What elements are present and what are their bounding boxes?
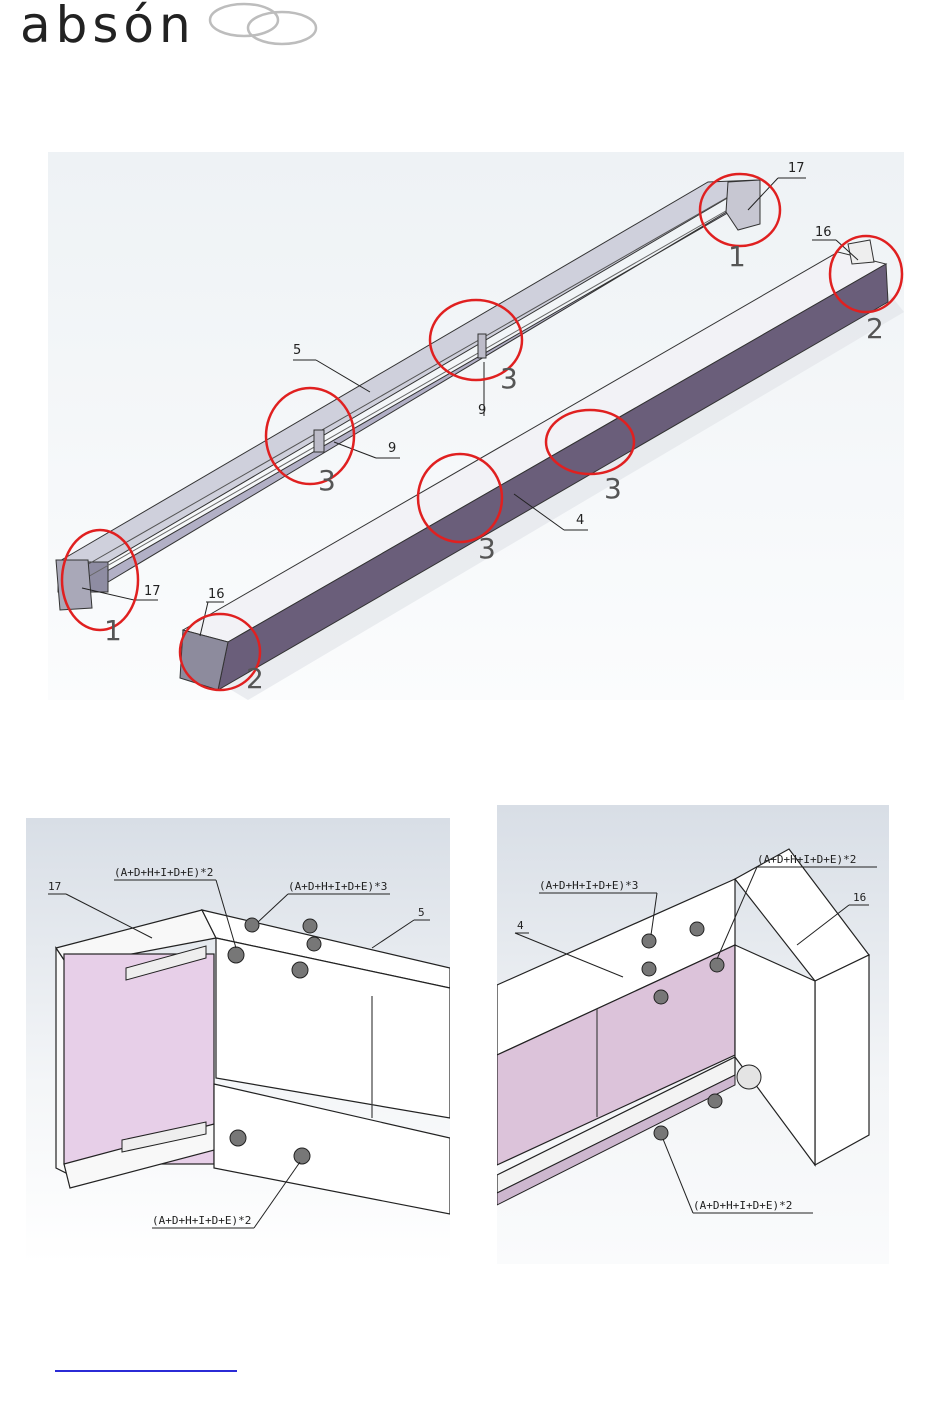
brand-logo: absón	[20, 2, 310, 54]
part-label-4: 4	[517, 919, 524, 932]
part-label-16: 16	[853, 891, 866, 904]
part-label-5: 5	[418, 906, 425, 919]
callout-number-3-b: 3	[318, 464, 336, 497]
callout-number-3-d: 3	[478, 532, 496, 565]
brand-wordmark: absón	[20, 0, 196, 54]
part-label-9-left: 9	[388, 441, 396, 456]
fastener-label-top-right: (A+D+H+I+D+E)*3	[288, 880, 387, 893]
part-label-16-left: 16	[208, 587, 225, 602]
overview-drawing: 17 16 5 9 9 4 17 16	[48, 152, 904, 700]
callout-number-1-right: 1	[728, 240, 746, 273]
part-label-4: 4	[576, 513, 584, 528]
part-label-17-right: 17	[788, 161, 805, 176]
callout-number-1-left: 1	[104, 614, 122, 647]
fastener-label-top-right: (A+D+H+I+D+E)*2	[757, 853, 856, 866]
part-label-5: 5	[293, 343, 301, 358]
fastener-label-bottom: (A+D+H+I+D+E)*2	[693, 1199, 792, 1212]
callout-number-2-right: 2	[866, 312, 884, 345]
footer-link[interactable]	[55, 1350, 237, 1372]
left-end-detail-figure: 17 5 (A+D+H+I+D+E)*2 (A+D+H+I+D+E)*3 (A+…	[26, 818, 450, 1264]
callout-number-3-c: 3	[604, 472, 622, 505]
callout-number-3-a: 3	[500, 362, 518, 395]
part-label-9-right: 9	[478, 403, 486, 418]
fastener-label-bottom: (A+D+H+I+D+E)*2	[152, 1214, 251, 1227]
right-detail-drawing: 4 16 (A+D+H+I+D+E)*3 (A+D+H+I+D+E)*2 (A+…	[497, 805, 889, 1264]
callout-number-2-left: 2	[246, 662, 264, 695]
rings-icon	[206, 2, 326, 48]
part-label-16-right: 16	[815, 225, 832, 240]
fastener-label-top-left: (A+D+H+I+D+E)*2	[114, 866, 213, 879]
part-label-17: 17	[48, 880, 61, 893]
fastener-label-top-left: (A+D+H+I+D+E)*3	[539, 879, 638, 892]
overview-assembly-figure: 17 16 5 9 9 4 17 16	[48, 152, 904, 700]
right-end-detail-figure: 4 16 (A+D+H+I+D+E)*3 (A+D+H+I+D+E)*2 (A+…	[497, 805, 889, 1264]
part-label-17-left: 17	[144, 584, 161, 599]
left-detail-drawing: 17 5 (A+D+H+I+D+E)*2 (A+D+H+I+D+E)*3 (A+…	[26, 818, 450, 1264]
